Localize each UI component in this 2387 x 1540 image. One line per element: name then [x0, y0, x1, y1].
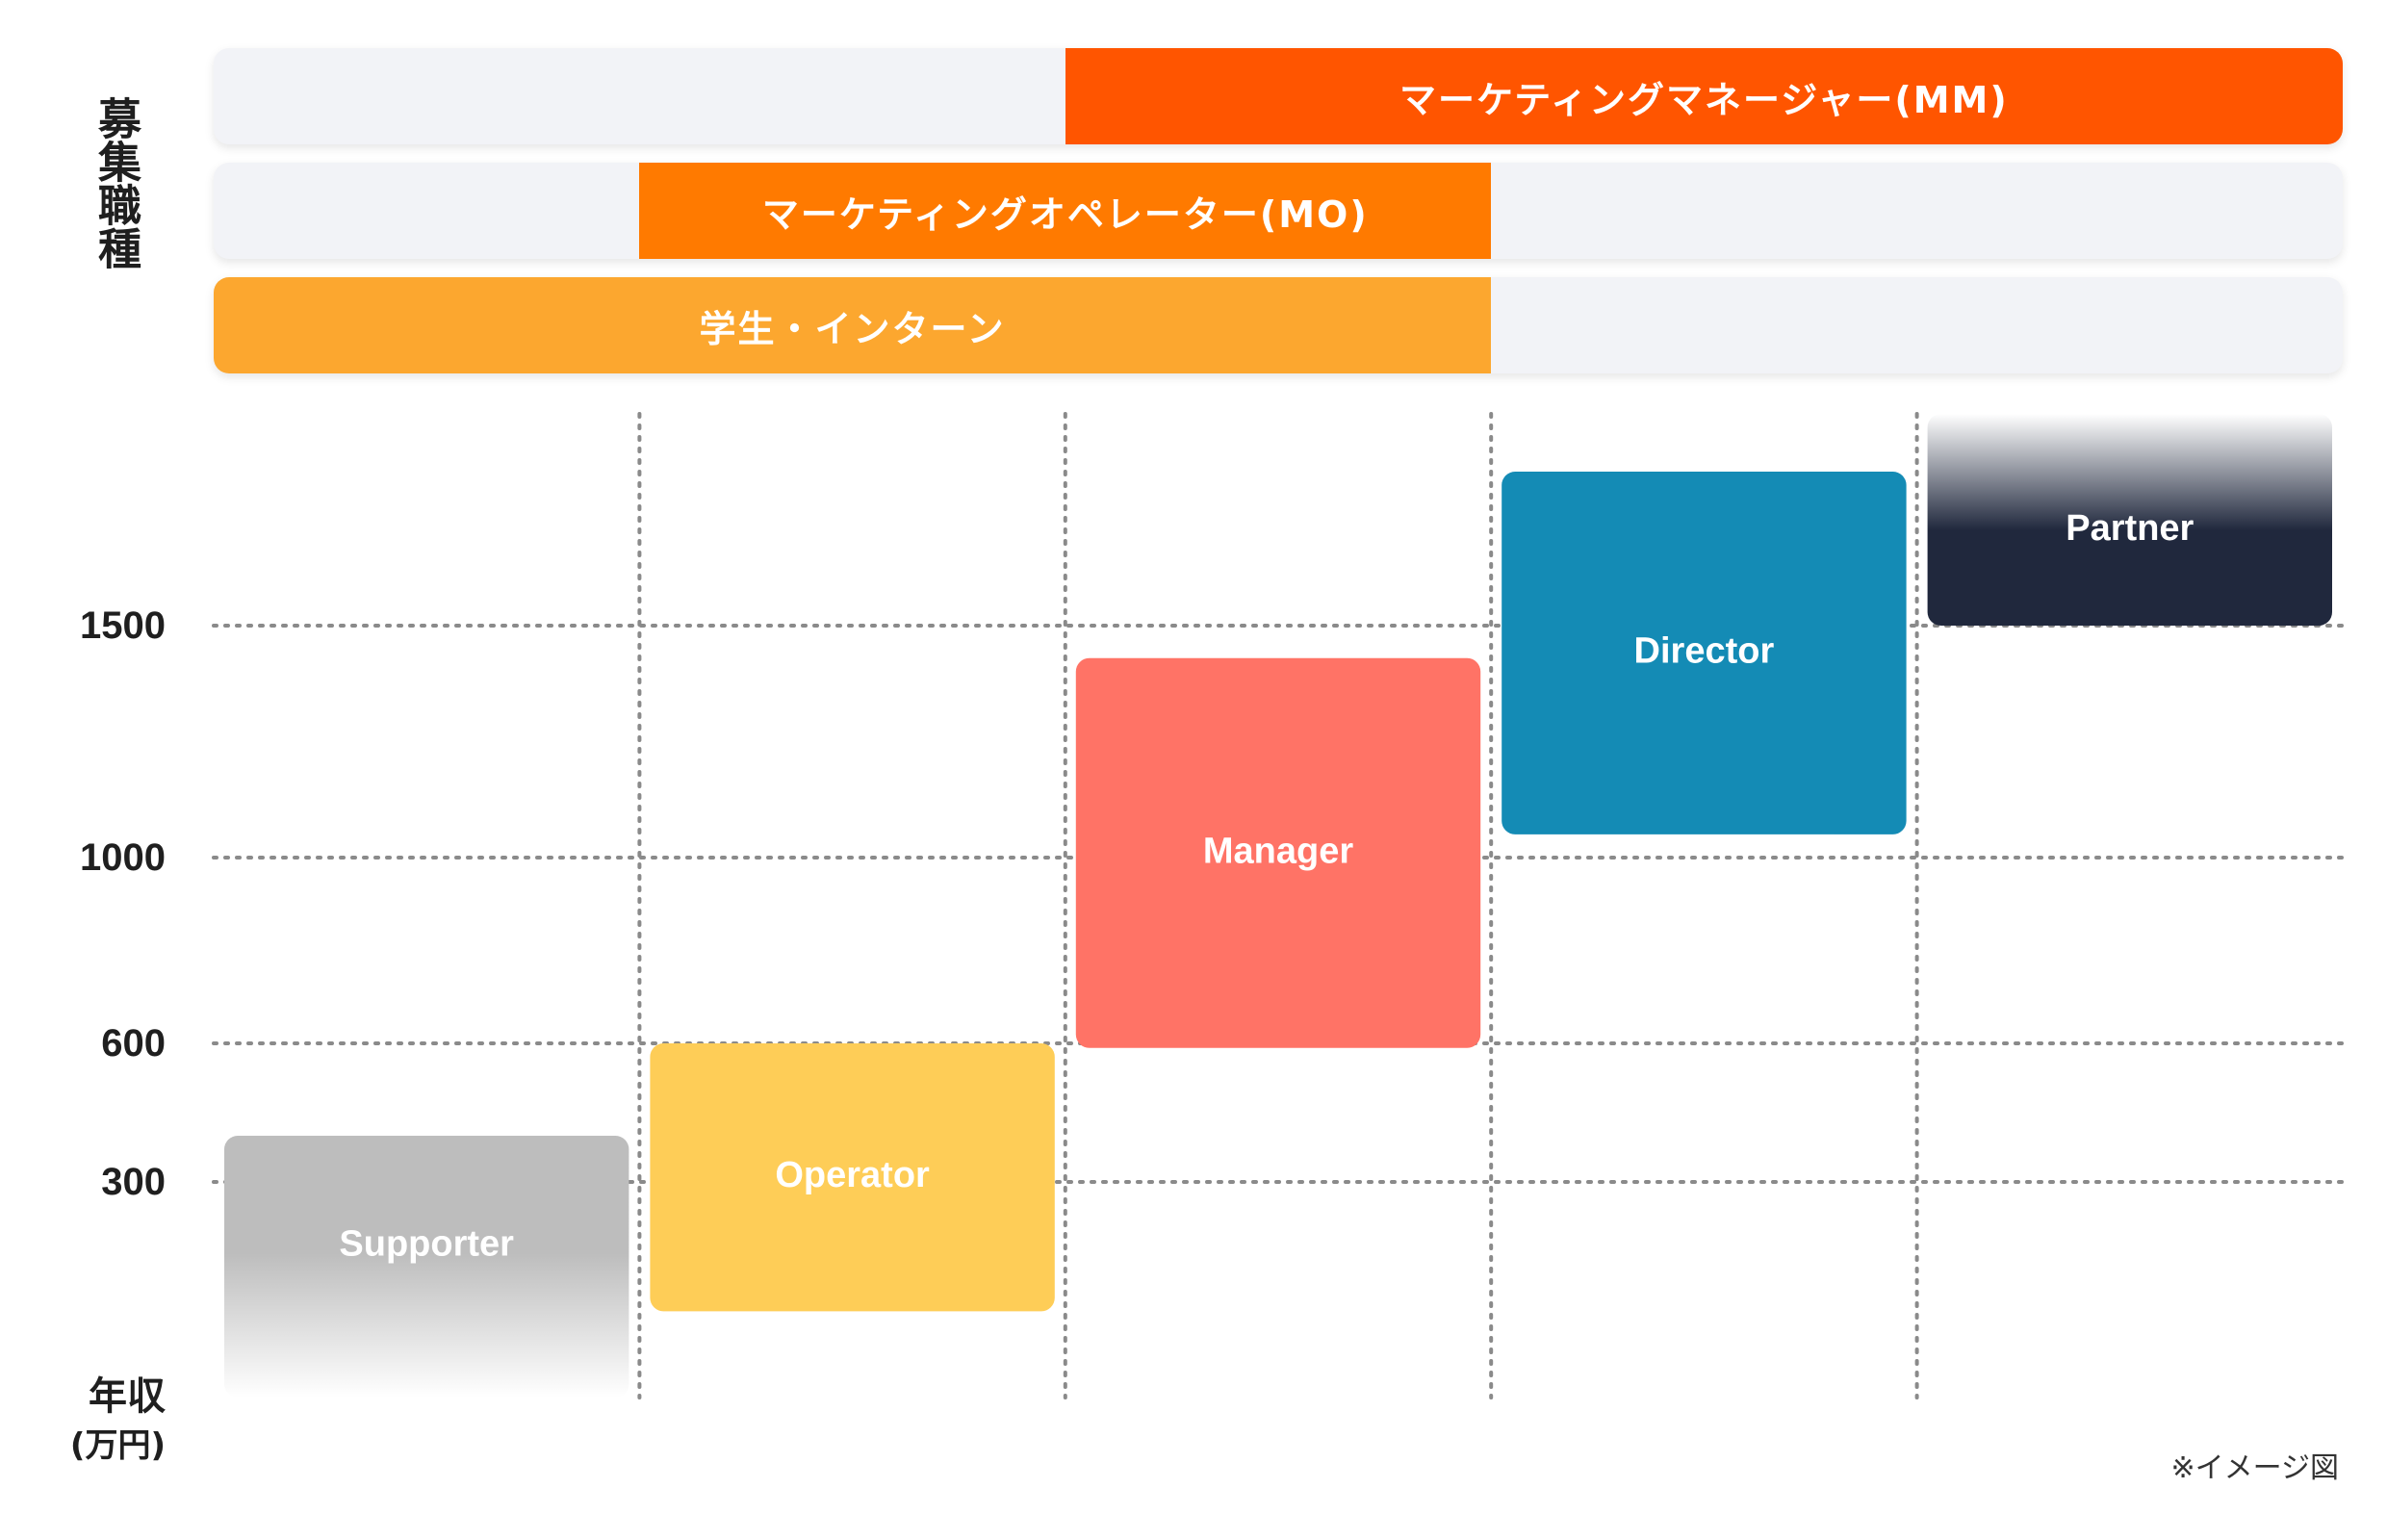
y-axis-label-income: 年収	[89, 1374, 166, 1419]
image-note: ※イメージ図	[2170, 1451, 2339, 1485]
y-tick-600: 600	[101, 1022, 166, 1065]
y-tick-300: 300	[101, 1161, 166, 1203]
role-bar-mm: マーケティングマネージャー(MM)	[1065, 48, 2343, 144]
salary-box-label-partner: Partner	[2066, 508, 2194, 549]
salary-box-manager	[1075, 657, 1481, 1048]
salary-box-supporter	[224, 1136, 629, 1398]
salary-box-operator	[650, 1043, 1055, 1312]
role-bar-mo: マーケティングオペレーター(MO)	[639, 163, 1492, 259]
salary-boxes: Supporter Operator Manager Director Partner	[224, 414, 2332, 1398]
y-axis-label-unit: (万円)	[69, 1426, 166, 1465]
role-label-mm: マーケティングマネージャー(MM)	[1399, 78, 2009, 121]
salary-box-partner	[1927, 414, 2332, 626]
role-bar-intern: 学生・インターン	[214, 277, 1492, 373]
salary-box-label-manager: Manager	[1203, 831, 1353, 871]
salary-box-label-director: Director	[1634, 630, 1775, 671]
role-track-intern: 学生・インターン	[214, 277, 2343, 373]
role-track-mo: マーケティングオペレーター(MO)	[214, 163, 2343, 259]
role-label-mo: マーケティングオペレーター(MO)	[761, 192, 1369, 236]
y-tick-1000: 1000	[80, 836, 166, 879]
salary-box-label-operator: Operator	[775, 1155, 930, 1195]
role-label-intern: 学生・インターン	[699, 307, 1006, 350]
salary-box-director	[1502, 472, 1907, 834]
y-tick-1500: 1500	[80, 604, 166, 647]
role-track-mm: マーケティングマネージャー(MM)	[214, 48, 2343, 144]
salary-box-label-supporter: Supporter	[339, 1223, 514, 1264]
recruitment-roles-label: 募集職種	[90, 96, 141, 270]
